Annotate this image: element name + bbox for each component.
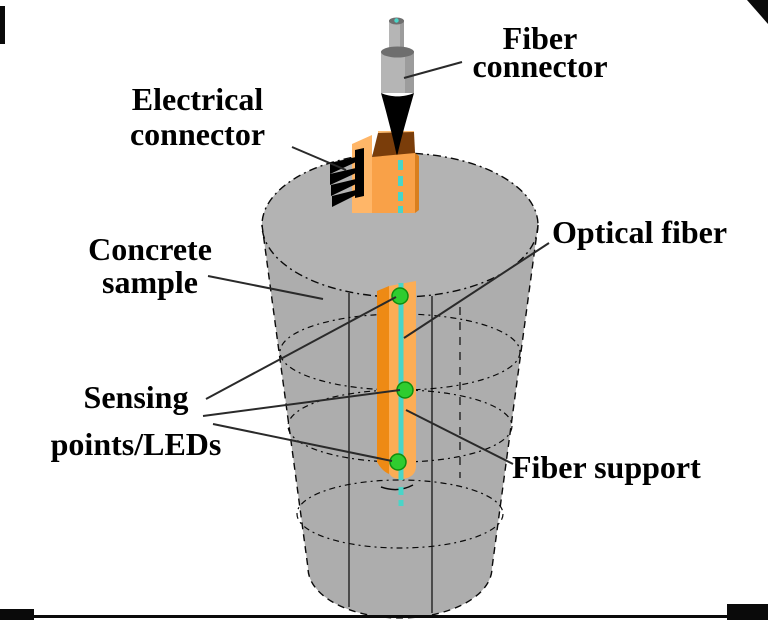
section-circle-3	[296, 479, 504, 549]
label-line: Fiber	[502, 20, 578, 56]
connector-body-shade	[405, 51, 414, 93]
fiber-support-label: Fiber support	[512, 449, 701, 485]
sensing-leader-3	[212, 423, 393, 462]
block-front-face	[372, 153, 415, 213]
label-line: points/LEDs	[50, 426, 222, 462]
optical-fiber-label: Optical fiber	[552, 214, 728, 250]
strip-shadow-band	[377, 286, 389, 474]
fiber-dash	[398, 176, 403, 186]
fiber-dash	[398, 206, 403, 213]
label-line: Electrical	[131, 81, 264, 117]
sensing-points-label: Sensing points/LEDs	[30, 374, 242, 468]
leader-lines	[202, 61, 550, 465]
fiber-run	[398, 283, 404, 480]
label-line: Sensing	[83, 379, 189, 415]
groove-bottom-line	[380, 484, 414, 491]
fiber-connector-leader	[403, 61, 463, 79]
scan-artifact	[0, 615, 768, 618]
led-dot-1	[391, 287, 409, 305]
label-line: sample	[102, 264, 198, 300]
electrical-connector-label: Electrical connector	[105, 82, 290, 152]
connector-pin	[330, 157, 356, 174]
scan-artifact	[727, 604, 768, 620]
fiber-dash	[398, 160, 403, 170]
concrete-sample-leader	[207, 275, 324, 300]
optical-fiber-line	[398, 283, 404, 506]
scan-artifact	[0, 6, 5, 44]
connector-pin	[330, 168, 356, 185]
fiber-connector-label: Fiber connector	[448, 20, 632, 84]
electrical-connector	[330, 148, 364, 207]
led-dot-3	[389, 453, 407, 471]
label-line: connector	[129, 116, 266, 152]
connector-pin	[332, 190, 356, 207]
sensing-leader-1	[205, 296, 397, 400]
optical-fiber-leader	[403, 242, 550, 339]
connector-stem-shade	[400, 20, 404, 52]
label-line: Concrete	[88, 231, 212, 267]
electrical-connector-leader	[291, 146, 347, 171]
fiber-connector	[381, 17, 414, 157]
fiber-dash	[398, 487, 404, 495]
fiber-dash	[398, 500, 404, 506]
connector-cone	[381, 93, 414, 157]
scan-artifact	[747, 0, 768, 24]
scan-artifact	[0, 609, 34, 620]
fiber-end-dot	[394, 18, 399, 23]
concrete-sample-label: Concrete sample	[65, 233, 235, 299]
block-right-edge	[415, 153, 419, 213]
label-line: connector	[472, 48, 608, 84]
fiber-support-leader	[405, 409, 514, 465]
connector-body-top	[381, 46, 414, 58]
block-groove-interior	[372, 132, 415, 157]
fiber-dash	[398, 192, 403, 201]
sensing-leader-2	[202, 389, 401, 417]
connector-pin	[331, 179, 356, 196]
connector-bar	[355, 148, 364, 198]
